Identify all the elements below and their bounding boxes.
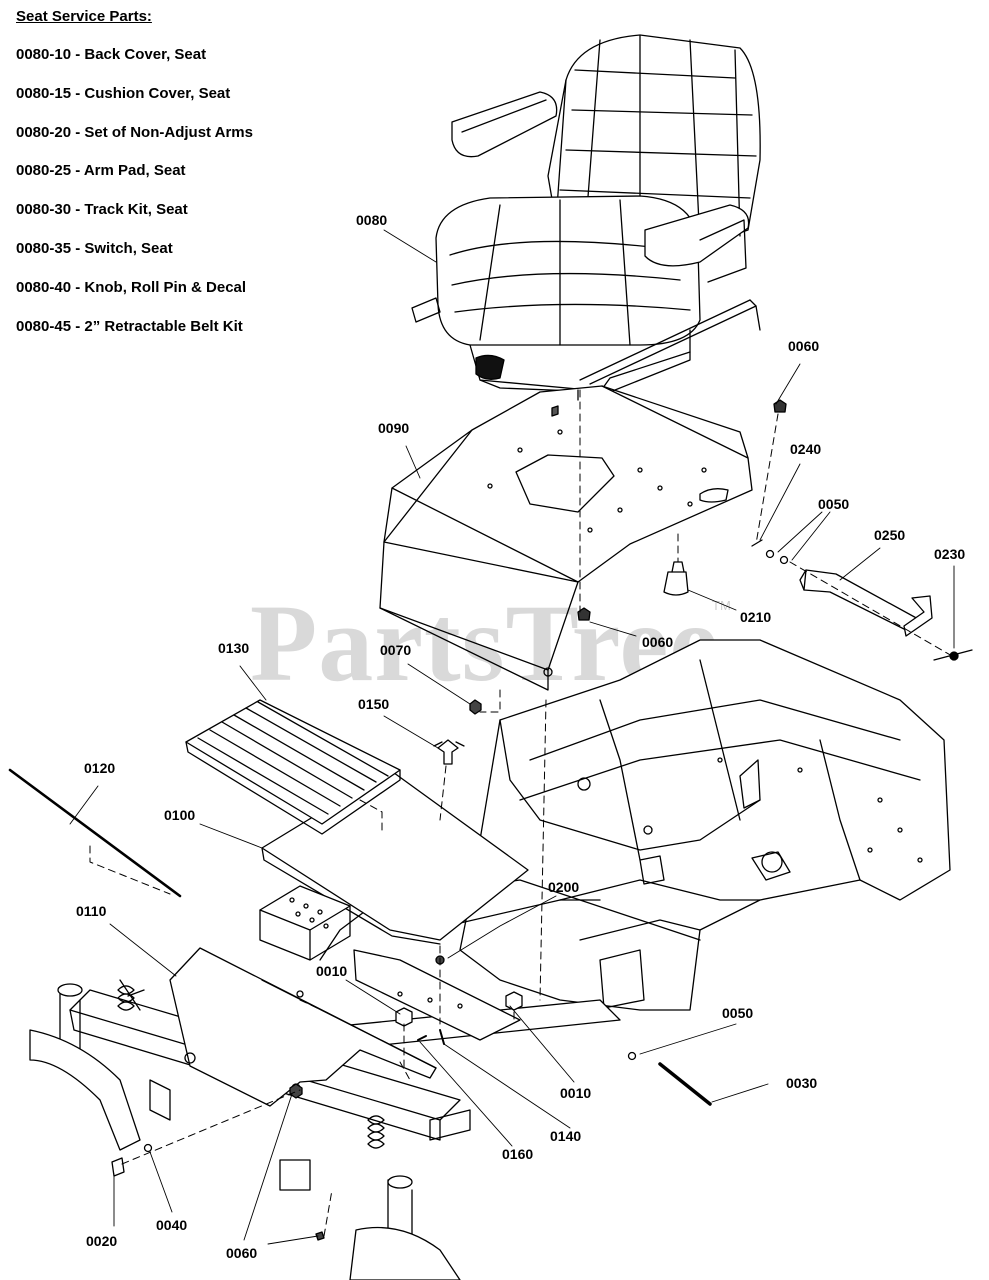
legend-item: 0080-15 - Cushion Cover, Seat bbox=[16, 84, 231, 102]
legend-item: 0080-40 - Knob, Roll Pin & Decal bbox=[16, 278, 247, 296]
callout-0240: 0240 bbox=[790, 441, 822, 457]
callout-0040: 0040 bbox=[156, 1217, 188, 1233]
callout-0020: 0020 bbox=[86, 1233, 118, 1249]
callout-0150: 0150 bbox=[358, 696, 390, 712]
callout-0080: 0080 bbox=[356, 212, 388, 228]
legend-item: 0080-45 - 2” Retractable Belt Kit bbox=[16, 317, 243, 335]
callout-0110: 0110 bbox=[76, 903, 107, 919]
callout-0160: 0160 bbox=[502, 1146, 534, 1162]
legend-item: 0080-10 - Back Cover, Seat bbox=[16, 46, 207, 63]
hardware-fasteners bbox=[111, 699, 712, 1241]
callout-0050-top: 0050 bbox=[818, 496, 850, 512]
seat-service-parts-legend: Seat Service Parts: 0080-10 - Back Cover… bbox=[16, 8, 253, 355]
callout-0200: 0200 bbox=[548, 879, 580, 895]
callout-0210: 0210 bbox=[740, 609, 772, 625]
callout-0230: 0230 bbox=[934, 546, 966, 562]
callout-0030: 0030 bbox=[786, 1075, 818, 1091]
legend-item: 0080-35 - Switch, Seat bbox=[16, 239, 173, 257]
callout-0090: 0090 bbox=[378, 420, 410, 436]
legend-item: 0080-25 - Arm Pad, Seat bbox=[16, 162, 186, 180]
rod bbox=[8, 768, 182, 898]
callout-0060-top: 0060 bbox=[788, 338, 820, 354]
foot-plate bbox=[169, 947, 437, 1107]
pedal-bracket bbox=[259, 885, 521, 1041]
leader-lines bbox=[69, 229, 955, 1245]
callout-0010-right: 0010 bbox=[560, 1085, 592, 1101]
seat-assembly bbox=[411, 34, 761, 393]
callout-0120: 0120 bbox=[84, 760, 116, 776]
floor-mat bbox=[185, 699, 401, 835]
seat-pan bbox=[379, 385, 753, 691]
legend-item: 0080-20 - Set of Non-Adjust Arms bbox=[16, 123, 253, 141]
callout-0070: 0070 bbox=[380, 642, 412, 658]
assembly-dashed-lines bbox=[89, 389, 953, 1237]
callout-0010-left: 0010 bbox=[316, 963, 348, 979]
callout-0140: 0140 bbox=[550, 1128, 582, 1144]
legend-title: Seat Service Parts: bbox=[16, 8, 152, 25]
callout-0250: 0250 bbox=[874, 527, 906, 543]
legend-item: 0080-30 - Track Kit, Seat bbox=[16, 201, 188, 219]
callout-0050-bottom: 0050 bbox=[722, 1005, 754, 1021]
callout-0100: 0100 bbox=[164, 807, 196, 823]
callout-0130: 0130 bbox=[218, 640, 250, 656]
callout-0060-mid: 0060 bbox=[642, 634, 674, 650]
callout-0060-bottom: 0060 bbox=[226, 1245, 258, 1261]
